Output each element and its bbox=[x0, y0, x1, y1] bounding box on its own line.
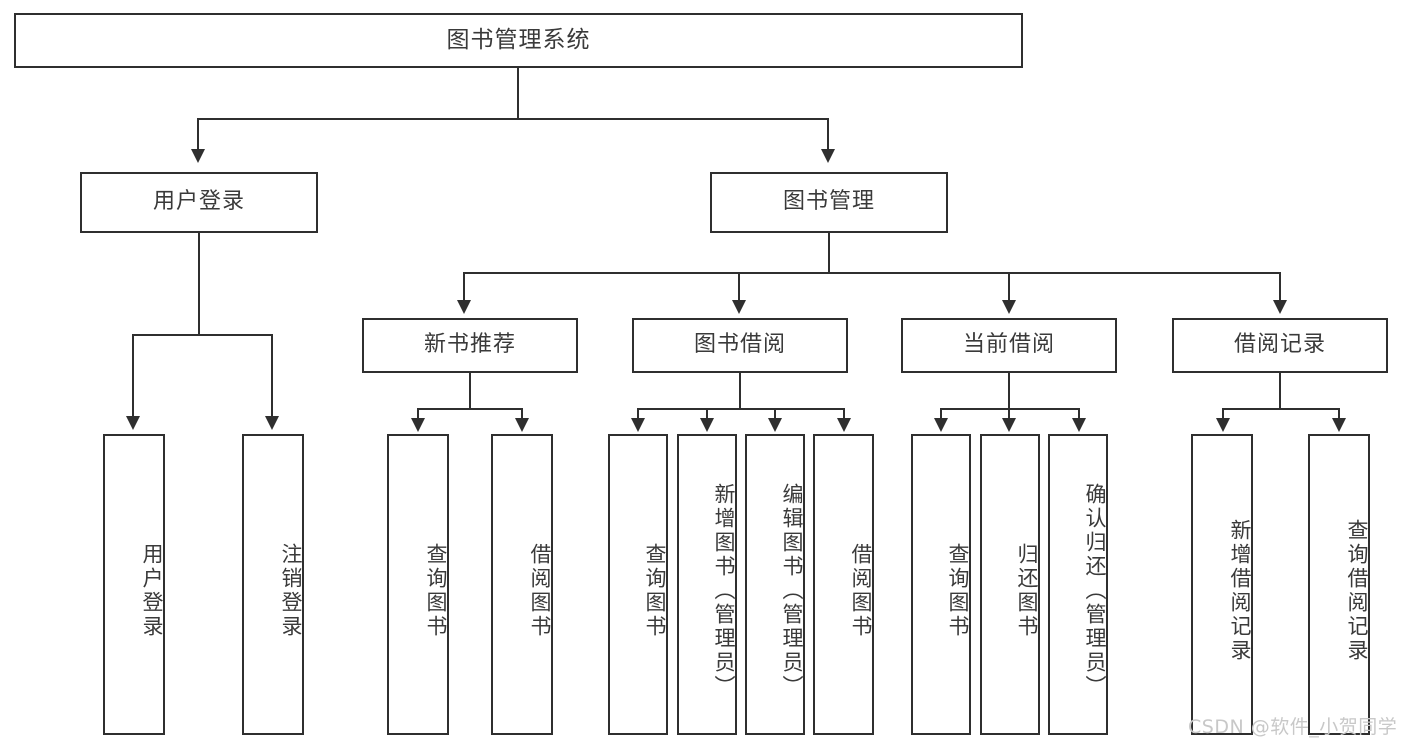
arrow-newbooks-to-leaf2 bbox=[515, 418, 529, 432]
edge-records-bus bbox=[1222, 408, 1339, 410]
leaf-return-book[interactable]: 归还图书 bbox=[980, 434, 1040, 735]
node-user-login[interactable]: 用户登录 bbox=[80, 172, 318, 233]
edge-bookmgmt-to-records bbox=[1279, 272, 1281, 302]
leaf-add-borrow-record[interactable]: 新增借阅记录 bbox=[1191, 434, 1253, 735]
node-book-borrow[interactable]: 图书借阅 bbox=[632, 318, 848, 373]
edge-borrow-to-leaf4 bbox=[843, 408, 845, 420]
edge-root-to-login bbox=[197, 118, 199, 151]
edge-current-to-leaf1 bbox=[940, 408, 942, 420]
edge-newbooks-to-leaf2 bbox=[521, 408, 523, 420]
arrow-newbooks-to-leaf1 bbox=[411, 418, 425, 432]
arrow-root-to-login bbox=[191, 149, 205, 163]
leaf-user-login[interactable]: 用户登录 bbox=[103, 434, 165, 735]
edge-borrow-to-leaf1 bbox=[637, 408, 639, 420]
edge-root-to-bookmgmt bbox=[827, 118, 829, 151]
edge-newbooks-bus bbox=[417, 408, 522, 410]
edge-bookmgmt-to-borrow bbox=[738, 272, 740, 302]
edge-current-stem bbox=[1008, 373, 1010, 409]
leaf-query-book-newbooks[interactable]: 查询图书 bbox=[387, 434, 449, 735]
arrow-current-to-leaf3 bbox=[1072, 418, 1086, 432]
leaf-query-book-current[interactable]: 查询图书 bbox=[911, 434, 971, 735]
arrow-records-to-leaf1 bbox=[1216, 418, 1230, 432]
edge-newbooks-to-leaf1 bbox=[417, 408, 419, 420]
edge-root-bus bbox=[197, 118, 829, 120]
edge-bookmgmt-bus bbox=[463, 272, 1281, 274]
node-borrow-records[interactable]: 借阅记录 bbox=[1172, 318, 1388, 373]
edge-root-stem bbox=[517, 68, 519, 118]
node-current-borrow[interactable]: 当前借阅 bbox=[901, 318, 1117, 373]
leaf-edit-book-admin[interactable]: 编辑图书（管理员） bbox=[745, 434, 805, 735]
edge-current-to-leaf3 bbox=[1078, 408, 1080, 420]
edge-login-bus bbox=[132, 334, 272, 336]
edge-borrow-bus bbox=[637, 408, 844, 410]
edge-newbooks-stem bbox=[469, 373, 471, 409]
node-root-system[interactable]: 图书管理系统 bbox=[14, 13, 1023, 68]
arrow-borrow-to-leaf3 bbox=[768, 418, 782, 432]
edge-bookmgmt-to-current bbox=[1008, 272, 1010, 302]
arrow-borrow-to-leaf4 bbox=[837, 418, 851, 432]
arrow-root-to-bookmgmt bbox=[821, 149, 835, 163]
arrow-bookmgmt-to-borrow bbox=[732, 300, 746, 314]
leaf-borrow-book-newbooks[interactable]: 借阅图书 bbox=[491, 434, 553, 735]
arrow-current-to-leaf1 bbox=[934, 418, 948, 432]
edge-borrow-stem bbox=[739, 373, 741, 409]
node-new-book-recommend[interactable]: 新书推荐 bbox=[362, 318, 578, 373]
leaf-borrow-book[interactable]: 借阅图书 bbox=[813, 434, 874, 735]
leaf-logout[interactable]: 注销登录 bbox=[242, 434, 304, 735]
leaf-query-borrow-record[interactable]: 查询借阅记录 bbox=[1308, 434, 1370, 735]
edge-bookmgmt-stem bbox=[828, 233, 830, 273]
arrow-login-to-leaf1 bbox=[126, 416, 140, 430]
edge-borrow-to-leaf2 bbox=[706, 408, 708, 420]
edge-login-to-leaf2 bbox=[271, 334, 273, 418]
edge-login-to-leaf1 bbox=[132, 334, 134, 418]
arrow-bookmgmt-to-records bbox=[1273, 300, 1287, 314]
leaf-query-book-borrow[interactable]: 查询图书 bbox=[608, 434, 668, 735]
edge-login-stem bbox=[198, 233, 200, 335]
arrow-login-to-leaf2 bbox=[265, 416, 279, 430]
arrow-records-to-leaf2 bbox=[1332, 418, 1346, 432]
edge-records-to-leaf2 bbox=[1338, 408, 1340, 420]
arrow-current-to-leaf2 bbox=[1002, 418, 1016, 432]
edge-current-to-leaf2 bbox=[1008, 408, 1010, 420]
edge-bookmgmt-to-newbooks bbox=[463, 272, 465, 302]
arrow-borrow-to-leaf2 bbox=[700, 418, 714, 432]
edge-records-to-leaf1 bbox=[1222, 408, 1224, 420]
node-book-management[interactable]: 图书管理 bbox=[710, 172, 948, 233]
arrow-bookmgmt-to-current bbox=[1002, 300, 1016, 314]
edge-records-stem bbox=[1279, 373, 1281, 409]
edge-borrow-to-leaf3 bbox=[774, 408, 776, 420]
leaf-add-book-admin[interactable]: 新增图书（管理员） bbox=[677, 434, 737, 735]
leaf-confirm-return-admin[interactable]: 确认归还（管理员） bbox=[1048, 434, 1108, 735]
arrow-bookmgmt-to-newbooks bbox=[457, 300, 471, 314]
arrow-borrow-to-leaf1 bbox=[631, 418, 645, 432]
csdn-watermark: CSDN @软件_小贺同学 bbox=[1188, 716, 1398, 738]
